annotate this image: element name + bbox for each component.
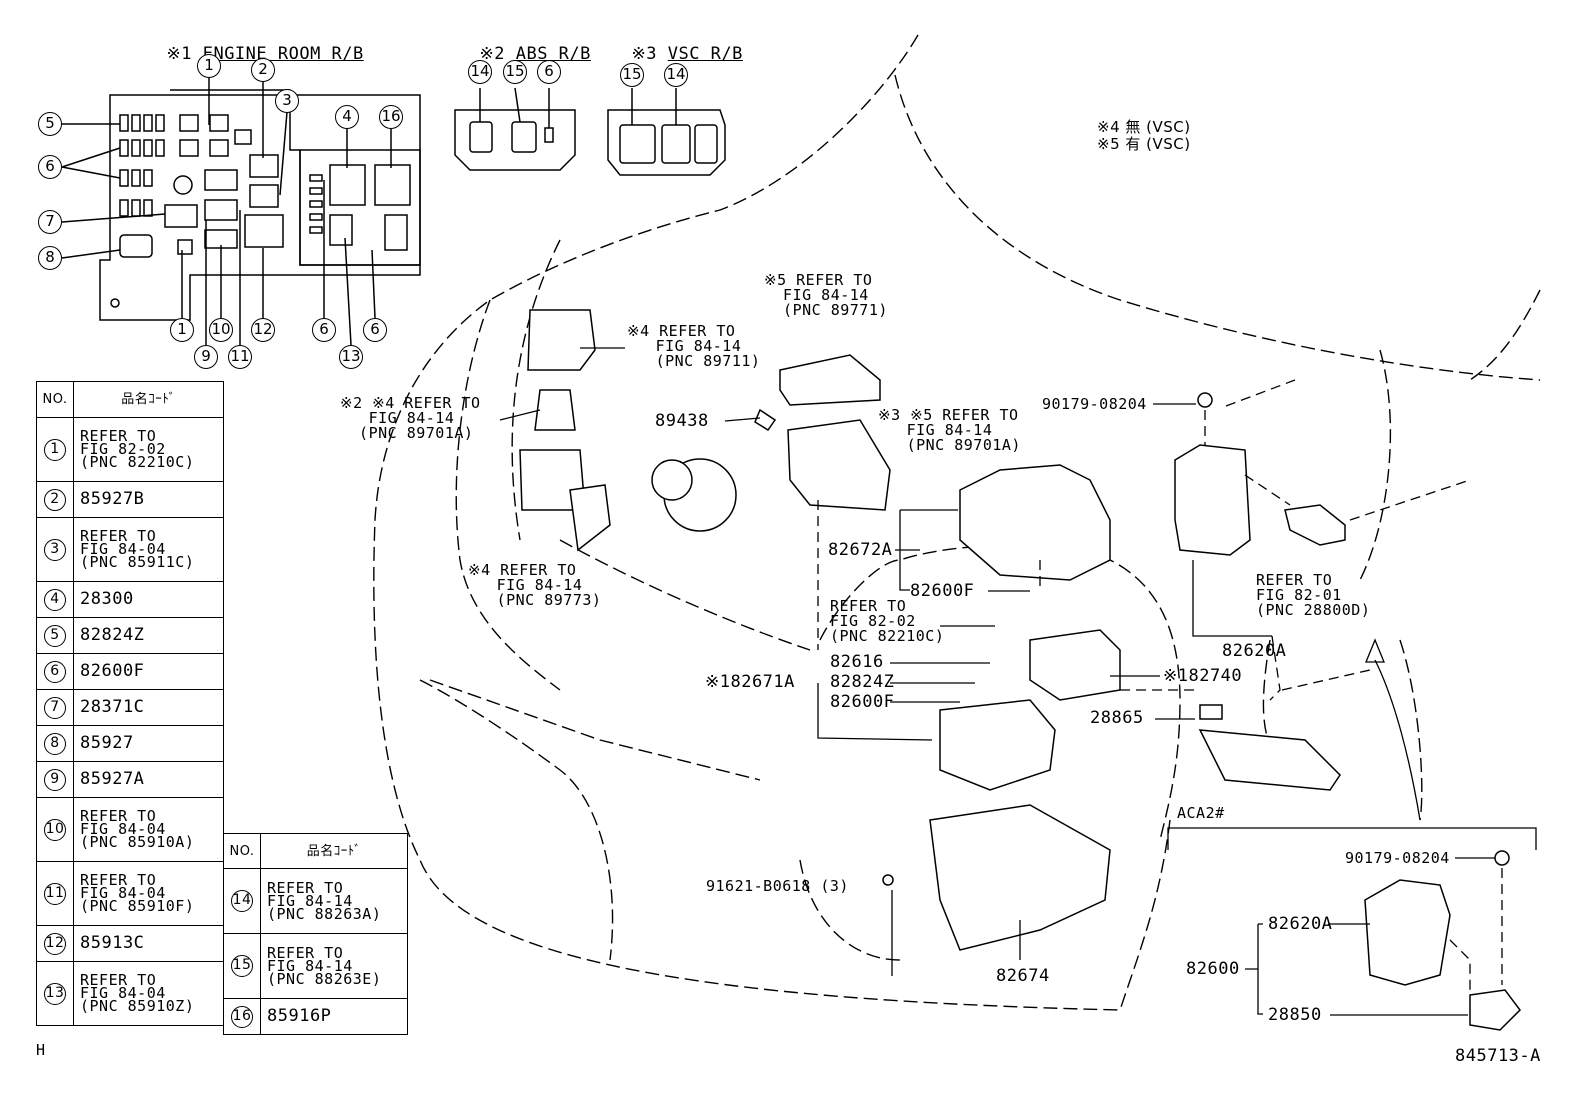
callout-circle: 6 [312,318,336,342]
row-number: 8 [44,732,66,755]
engine-room-mark: ※1 [166,44,192,64]
engine-room-header: ※1 ENGINE ROOM R/B [145,29,364,63]
ref-82210c: REFER TO FIG 82-02 (PNC 82210C) [830,597,945,645]
row-value: 85927 [73,725,224,762]
callout-circle: 1 [170,318,194,342]
part-82616: 82616 [830,652,884,672]
callout-circle: 2 [251,58,275,82]
callout-circle: 8 [38,246,62,270]
part-28865: 28865 [1090,708,1144,728]
aca-label: ACA2# [1177,804,1225,822]
engine-room-title: ENGINE ROOM R/B [202,44,364,64]
row-value: 28300 [73,581,224,618]
callout-circle: 9 [194,345,218,369]
ref-89701a-left: ※2 ※4 REFER TO FIG 84-14 (PNC 89701A) [340,394,481,442]
row-value: 85927B [73,481,224,518]
row-number: 9 [44,768,66,791]
row-value: 85927A [73,761,224,798]
callout-circle: 7 [38,210,62,234]
callout-circle: 11 [228,345,252,369]
row-number: 15 [231,955,253,977]
row-value: REFER TO FIG 84-04 (PNC 85911C) [73,517,224,582]
callout-circle: 4 [335,105,359,129]
vsc-mark: ※3 [631,44,657,64]
row-number: 1 [44,438,66,461]
row-number: 4 [44,588,66,611]
callout-circle: 1 [197,54,221,78]
note-4: ※4 無 (VSC) [1097,118,1191,136]
row-number: 13 [44,982,66,1005]
col-no-header: NO. [223,833,261,869]
part-82600: 82600 [1186,959,1240,979]
part-82671a: ※182671A [705,672,795,692]
ref-89771: ※5 REFER TO FIG 84-14 (PNC 89771) [764,271,888,319]
part-90179-top: 90179-08204 [1042,395,1147,413]
part-82740: ※182740 [1163,666,1243,686]
figure-number: 845713-A [1455,1046,1541,1066]
col-code-header: 品名ｺｰﾄﾞ [73,381,224,418]
callout-circle: 10 [209,318,233,342]
part-82620a-bottom: 82620A [1268,914,1333,934]
part-82824z: 82824Z [830,672,895,692]
ref-28800d: REFER TO FIG 82-01 (PNC 28800D) [1256,571,1371,619]
row-number: 11 [44,882,66,905]
row-value: 85913C [73,925,224,962]
callout-circle: 15 [620,63,644,87]
callout-circle: 6 [363,318,387,342]
row-number: 10 [44,818,66,841]
row-number: 16 [231,1005,253,1028]
part-89438: 89438 [655,411,709,431]
row-number: 6 [44,660,66,683]
parts-table-left: NO. 品名ｺｰﾄﾞ 1 REFER TO FIG 82-02 (PNC 8221… [36,381,224,1026]
part-90179-bottom: 90179-08204 [1345,849,1450,867]
callout-circle: 14 [664,63,688,87]
callout-circle: 6 [38,155,62,179]
row-value: REFER TO FIG 84-14 (PNC 88263E) [260,933,408,999]
row-number: 12 [44,932,66,955]
callout-circle: 16 [379,105,403,129]
vsc-header: ※3 VSC R/B [610,29,743,63]
callout-circle: 5 [38,112,62,136]
row-value: REFER TO FIG 84-04 (PNC 85910F) [73,861,224,926]
corner-mark: H [36,1041,46,1059]
col-no-header: NO. [36,381,74,418]
callout-circle: 15 [503,60,527,84]
row-number: 14 [231,890,253,912]
row-value: 28371C [73,689,224,726]
row-value: REFER TO FIG 84-04 (PNC 85910Z) [73,961,224,1026]
callout-circle: 12 [251,318,275,342]
callout-circle: 3 [275,89,299,113]
row-value: 82824Z [73,617,224,654]
row-value: REFER TO FIG 84-04 (PNC 85910A) [73,797,224,862]
part-82674: 82674 [996,966,1050,986]
ref-89701a-right: ※3 ※5 REFER TO FIG 84-14 (PNC 89701A) [878,406,1021,454]
row-value: 82600F [73,653,224,690]
part-28850: 28850 [1268,1005,1322,1025]
row-number: 2 [44,488,66,511]
row-value: 85916P [260,998,408,1035]
abs-header: ※2 ABS R/B [458,29,591,63]
row-number: 5 [44,624,66,647]
part-91621: 91621-B0618 (3) [706,877,849,895]
part-82672a: 82672A [828,540,893,560]
row-number: 3 [44,538,66,561]
vsc-title: VSC R/B [667,44,743,64]
row-value: REFER TO FIG 84-14 (PNC 88263A) [260,868,408,934]
callout-circle: 13 [339,345,363,369]
col-code-header: 品名ｺｰﾄﾞ [260,833,408,869]
callout-circle: 6 [537,60,561,84]
callout-circle: 14 [468,60,492,84]
part-82620a-top: 82620A [1222,641,1287,661]
part-82600f-b: 82600F [830,692,895,712]
ref-89711: ※4 REFER TO FIG 84-14 (PNC 89711) [627,322,761,370]
ref-89773: ※4 REFER TO FIG 84-14 (PNC 89773) [468,561,602,609]
row-number: 7 [44,696,66,719]
note-5: ※5 有 (VSC) [1097,135,1191,153]
part-82600f-a: 82600F [910,581,975,601]
abs-title: ABS R/B [515,44,591,64]
abs-mark: ※2 [479,44,505,64]
row-value: REFER TO FIG 82-02 (PNC 82210C) [73,417,224,482]
